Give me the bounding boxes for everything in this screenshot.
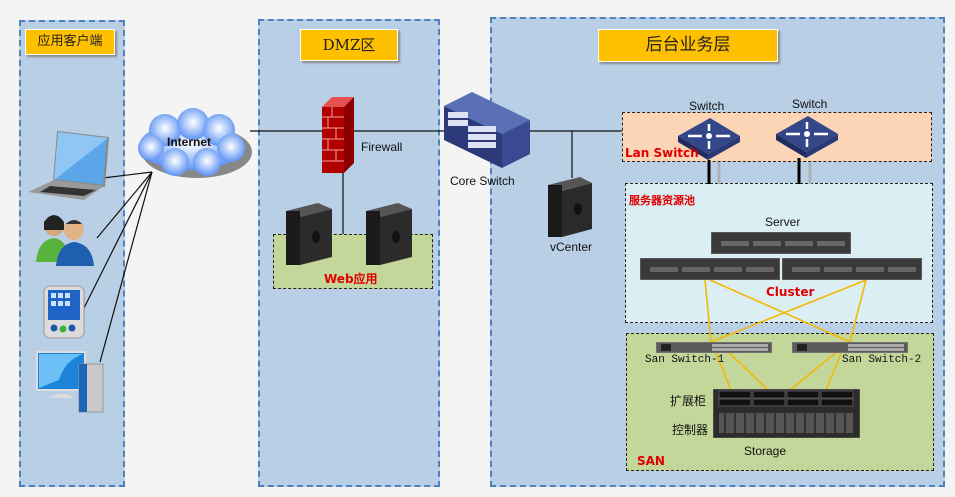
laptop-icon[interactable] [28, 130, 110, 202]
internet-label: Internet [167, 135, 212, 149]
cluster-node-1-icon[interactable] [640, 258, 780, 280]
san-switch-2-label: San Switch-2 [842, 354, 922, 366]
backend-zone-title: 后台业务层 [598, 29, 778, 62]
fc-link [704, 279, 712, 343]
link-users-internet [96, 171, 153, 239]
cluster-label: Cluster [766, 285, 815, 299]
server-pool-label: 服务器资源池 [629, 194, 695, 207]
internet-cloud-icon[interactable] [131, 108, 255, 184]
cluster-node-2-icon[interactable] [782, 258, 922, 280]
desktop-pc-icon[interactable] [35, 350, 105, 414]
web-server-1-icon[interactable] [286, 203, 334, 267]
fc-link [709, 279, 851, 343]
server-label: Server [765, 215, 801, 229]
server-rack-icon[interactable] [711, 232, 851, 254]
web-server-2-icon[interactable] [366, 203, 414, 267]
san-switch-1-label: San Switch-1 [645, 354, 725, 366]
client-zone-title: 应用客户端 [25, 29, 115, 55]
vcenter-label: vCenter [550, 240, 593, 254]
controller-label: 控制器 [672, 423, 709, 437]
lan-switch-2-icon[interactable] [776, 114, 840, 158]
link-pc-internet [99, 171, 153, 363]
san-switch-2-icon[interactable] [792, 342, 908, 353]
switch-1-label: Switch [689, 99, 725, 113]
san-label: SAN [637, 454, 665, 468]
expansion-shelf-label: 扩展柜 [670, 394, 707, 408]
web-app-label: Web应用 [324, 272, 378, 286]
storage-label: Storage [744, 444, 787, 458]
dmz-zone-title: DMZ区 [300, 29, 398, 61]
link-pda-internet [81, 171, 153, 313]
vcenter-server-icon[interactable] [548, 177, 596, 239]
link-laptop-internet [102, 171, 153, 179]
san-switch-1-icon[interactable] [656, 342, 772, 353]
storage-array-icon[interactable] [713, 389, 860, 438]
core-switch-icon[interactable] [444, 92, 534, 172]
firewall-icon[interactable] [320, 95, 356, 175]
users-icon[interactable] [34, 212, 98, 266]
lan-switch-1-icon[interactable] [678, 116, 742, 160]
fc-link [849, 279, 867, 343]
firewall-label: Firewall [361, 140, 403, 154]
fc-link [721, 345, 769, 391]
switch-2-label: Switch [792, 97, 828, 111]
pda-icon[interactable] [38, 284, 86, 340]
fc-link [825, 345, 845, 391]
fc-link [710, 279, 867, 343]
fc-link [789, 345, 845, 391]
core-switch-label: Core Switch [450, 174, 515, 188]
lan-switch-label: Lan Switch [625, 146, 699, 160]
fc-link [712, 345, 732, 391]
